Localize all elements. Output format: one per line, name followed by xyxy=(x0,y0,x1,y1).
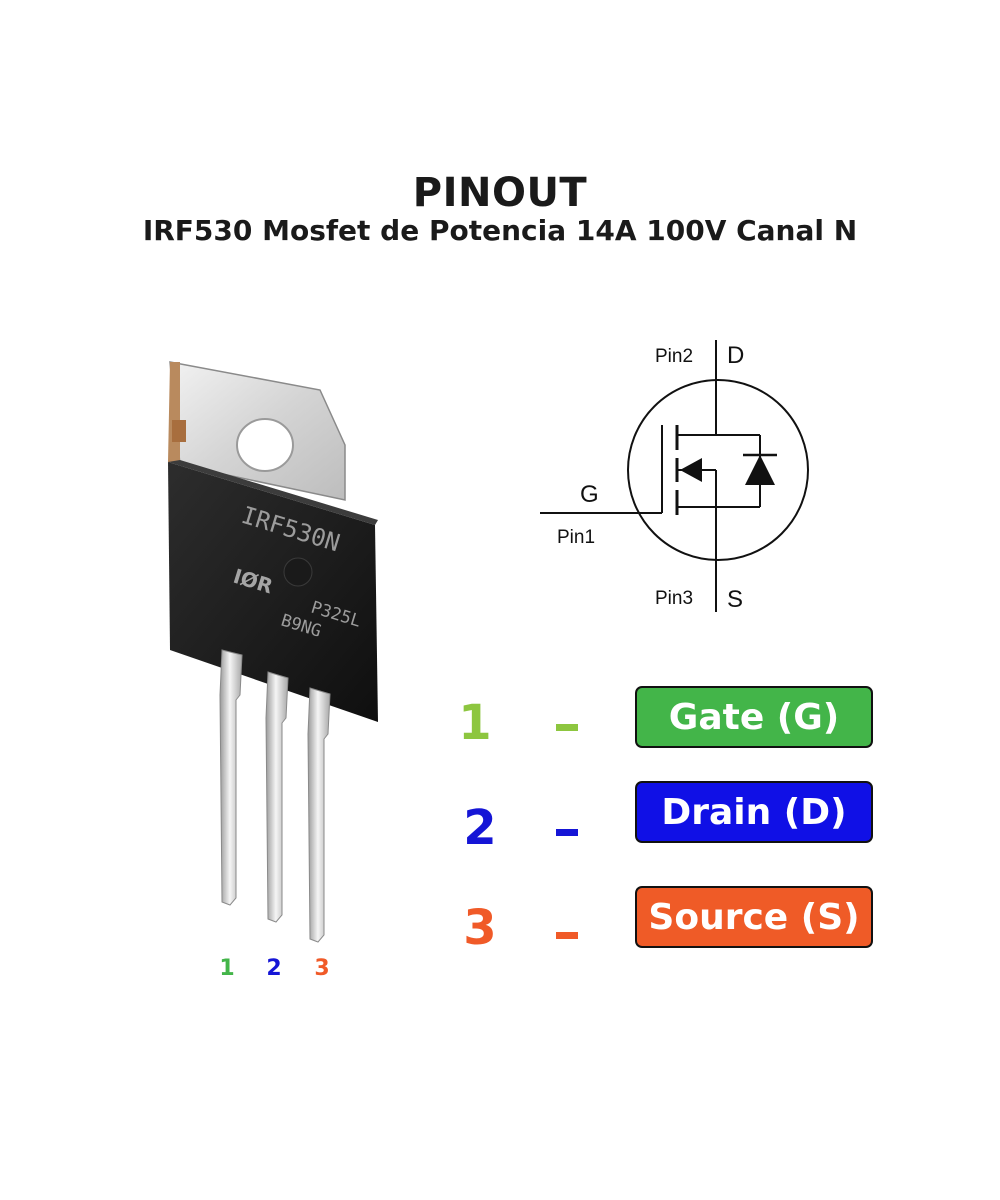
channel-segments xyxy=(675,425,760,515)
body-diode-icon xyxy=(743,435,777,507)
mosfet-package-illustration: IRF530N IØR P325L B9NG xyxy=(168,361,378,943)
gate-lead xyxy=(540,425,663,514)
mosfet-schematic-symbol: Pin2 D G Pin1 Pin3 S xyxy=(540,340,809,613)
drain-letter: D xyxy=(727,342,744,369)
symbol-enclosure-circle xyxy=(627,379,809,561)
plastic-body xyxy=(168,460,378,722)
source-letter: S xyxy=(727,586,743,613)
leg-3 xyxy=(307,687,331,943)
legend-badge-drain: Drain (D) xyxy=(635,781,873,843)
legend-badge-gate: Gate (G) xyxy=(635,686,873,748)
legend-number-1: 1 xyxy=(458,695,492,751)
gate-pin-label: Pin1 xyxy=(557,527,595,548)
page-title: PINOUT xyxy=(412,170,588,216)
pin-label-1: 1 xyxy=(219,956,235,981)
drain-pin-label: Pin2 xyxy=(655,346,693,367)
legend-dash-1 xyxy=(556,724,578,731)
legend-dash-3 xyxy=(556,932,578,939)
gate-letter: G xyxy=(580,481,599,508)
legend-badge-source: Source (S) xyxy=(635,886,873,948)
legend-number-2: 2 xyxy=(463,800,497,856)
pin-label-3: 3 xyxy=(314,956,330,981)
legend-number-3: 3 xyxy=(463,900,497,956)
body-arrow-icon xyxy=(680,458,702,482)
legend-dash-2 xyxy=(556,829,578,836)
source-pin-label: Pin3 xyxy=(655,588,693,609)
metal-tab xyxy=(168,361,346,501)
page-subtitle: IRF530 Mosfet de Potencia 14A 100V Canal… xyxy=(142,214,858,247)
pin-label-2: 2 xyxy=(266,956,282,981)
leg-2 xyxy=(265,671,289,923)
leg-1 xyxy=(219,649,243,906)
